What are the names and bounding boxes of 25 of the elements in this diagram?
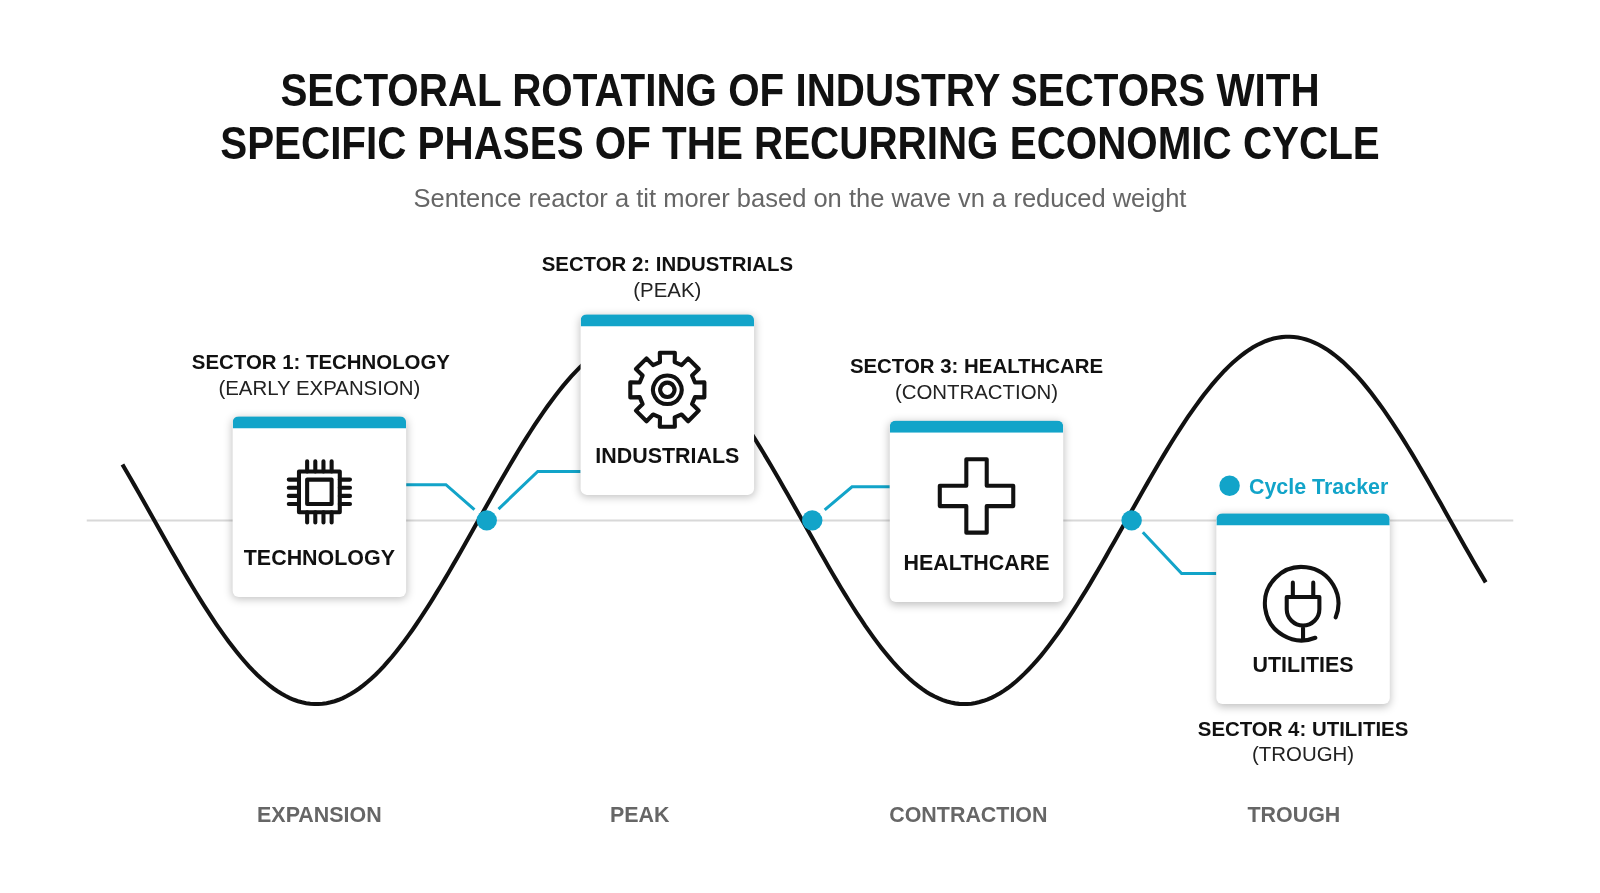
leader-line	[497, 469, 581, 511]
connection-dot	[1121, 510, 1142, 531]
leader-line	[406, 483, 476, 511]
connection-dot	[802, 510, 823, 531]
sector-name: TECHNOLOGY	[242, 545, 396, 571]
sector-name: INDUSTRIALS	[594, 443, 741, 469]
phase-note: (PEAK)	[632, 278, 703, 303]
phase-note: (EARLY EXPANSION)	[217, 376, 422, 400]
leader-line	[1141, 531, 1217, 575]
phase-note: (TROUGH)	[1251, 742, 1356, 767]
phase-label: TROUGH	[1246, 803, 1342, 828]
leader-line	[823, 485, 890, 512]
phase-label: PEAK	[609, 803, 671, 828]
sector-heading: SECTOR 2: INDUSTRIALS	[540, 253, 794, 277]
sector-heading: SECTOR 4: UTILITIES	[1196, 717, 1410, 741]
connection-dot	[476, 510, 497, 531]
subtitle: Sentence reactor a tit morer based on the wave vn a reduced weight	[412, 183, 1188, 214]
sector-name: UTILITIES	[1251, 653, 1355, 678]
sector-heading: SECTOR 3: HEALTHCARE	[848, 355, 1105, 379]
title: SECTORAL ROTATING OF INDUSTRY SECTORS WITH SPECIFIC PHASES OF THE RECURRING ECONOMIC CYCLE	[219, 63, 1381, 170]
legend-label: Cycle Tracker	[1248, 474, 1389, 499]
sector-name: HEALTHCARE	[902, 551, 1051, 576]
phase-label: EXPANSION	[256, 803, 383, 828]
phase-note: (CONTRACTION)	[893, 380, 1060, 405]
phase-label: CONTRACTION	[888, 803, 1049, 828]
